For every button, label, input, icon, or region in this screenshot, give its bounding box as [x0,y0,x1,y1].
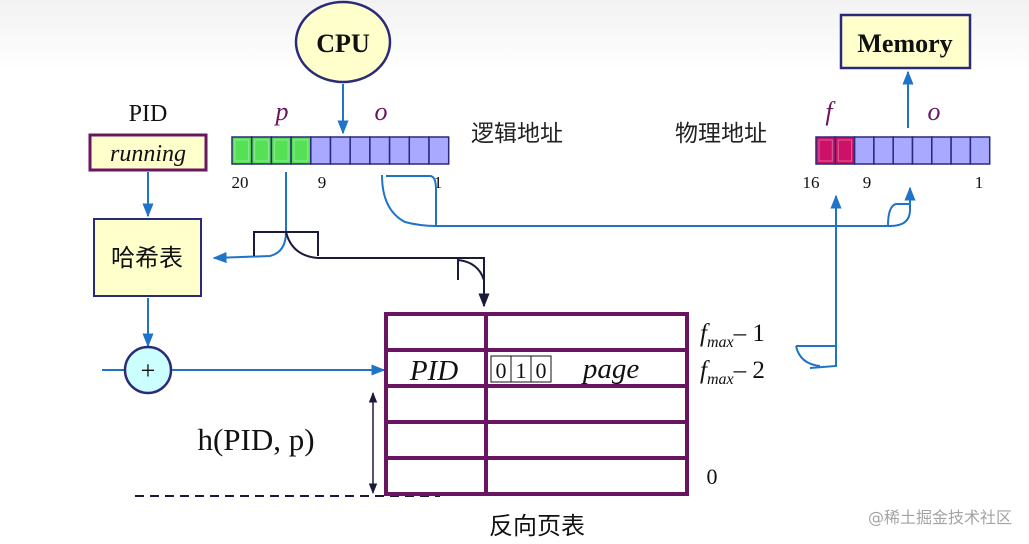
table-entry-bits: 0 1 0 [490,355,552,383]
logical-bit-cell-inset [234,139,250,162]
logical-bit-cell [388,136,411,165]
logical-bit-cell-inset [293,139,309,162]
physical-address-title: 物理地址 [675,121,767,147]
fmax-minus-1-sub: max [707,334,734,351]
pid-register-box [88,133,208,172]
fmax-minus-2-base: f [700,357,710,384]
physical-address-register [815,136,991,165]
cpu-node: CPU [294,0,392,84]
physical-bit-cell [853,136,875,165]
table-entry-bit-0: 0 [496,358,507,383]
index-zero-label: 0 [707,464,718,489]
physical-bit-cell [969,136,991,165]
page-number-path [212,172,287,264]
physical-o-label: o [928,97,941,126]
physical-bit-cell [892,136,914,165]
physical-bit-cell-inset [837,139,853,162]
offset-bracket-logical [386,175,437,226]
logical-bit-20: 20 [232,173,249,192]
offset-transfer-path [381,174,916,227]
physical-bit-16: 16 [803,173,820,192]
hash-function-label: h(PID, p) [197,422,314,457]
watermark: @稀土掘金技术社区 [868,508,1012,527]
physical-bit-cell [873,136,894,165]
logical-bit-9: 9 [318,173,327,192]
table-entry-page: page [581,353,640,385]
memory-label: Memory [857,29,952,58]
logical-bit-1: 1 [434,173,443,192]
logical-bit-cell [329,136,351,165]
fmax-minus-2-label: fmax– 2 [700,357,765,388]
logical-bit-cell-inset [254,139,269,162]
hash-table-label: 哈希表 [111,244,183,272]
cpu-label: CPU [316,29,370,58]
physical-f-label: f [825,97,836,126]
adder-node: + [123,345,173,395]
frame-number-bracket [795,345,836,367]
logical-bit-cell [428,136,450,165]
fmax-minus-2-suffix: – 2 [733,357,765,384]
fmax-minus-1-base: f [700,320,710,347]
physical-bit-cell-inset [818,139,833,162]
fmax-minus-1-label: fmax– 1 [700,320,765,351]
logical-bit-cell [408,136,430,165]
table-entry-bit-1: 1 [516,358,527,383]
logical-p-label: p [274,97,289,126]
logical-bit-cell [310,136,332,165]
pid-register-label: PID [129,101,168,127]
logical-address-register [231,136,450,165]
inverted-page-table [384,312,689,496]
offset-bracket-physical [887,203,910,227]
fmax-minus-2-sub: max [707,371,734,388]
pid-register-value: running [110,141,186,167]
page-number-to-table-path [285,231,490,308]
inverted-page-table-caption: 反向页表 [489,512,585,540]
table-entry-pid: PID [409,355,458,387]
physical-bit-1: 1 [975,173,984,192]
memory-node: Memory [839,13,972,70]
page-number-mini-bracket [457,258,485,281]
adder-symbol: + [141,356,156,385]
physical-bit-cell [931,136,952,165]
logical-bit-cell-inset [273,139,289,162]
hash-table-node: 哈希表 [93,218,202,297]
logical-bit-cell [349,136,371,165]
frame-number-path [809,194,842,369]
logical-address-title: 逻辑地址 [471,121,563,147]
physical-bit-9: 9 [863,173,872,192]
fmax-minus-1-suffix: – 1 [733,320,765,347]
logical-o-label: o [375,97,388,126]
logical-bit-cell [369,136,391,165]
table-entry-bit-2: 0 [536,358,547,383]
physical-bit-cell [911,136,933,165]
physical-bit-cell [950,136,972,165]
